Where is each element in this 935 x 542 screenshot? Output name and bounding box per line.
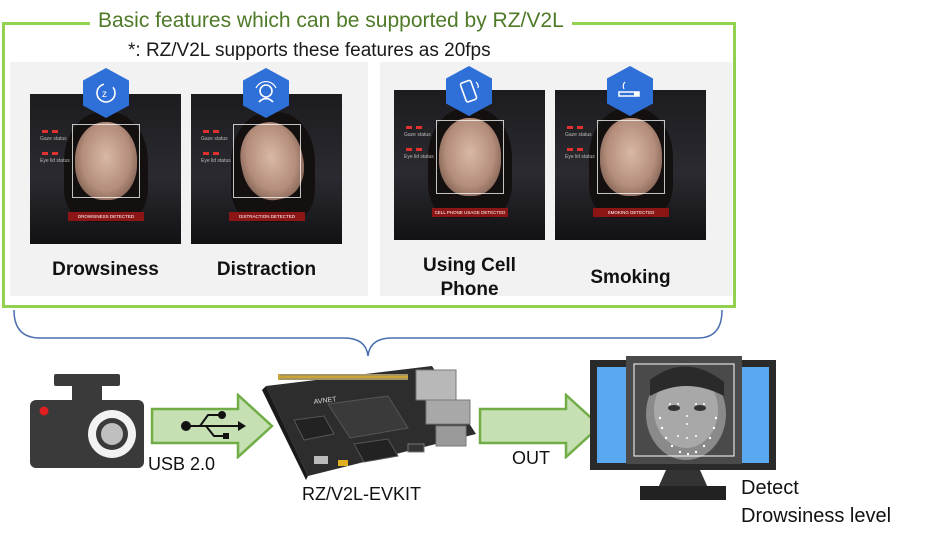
cigarette-icon	[607, 66, 653, 116]
usb-label: USB 2.0	[148, 454, 216, 474]
camera-icon	[30, 374, 144, 468]
distraction-banner: DISTRACTION DETECTED	[229, 212, 305, 221]
usb-arrow	[150, 393, 274, 459]
result-line2: Drowsiness level	[741, 505, 892, 527]
board-label: RZ/V2L-EVKIT	[302, 484, 422, 504]
board-brand: AVNET	[313, 396, 337, 406]
svg-text:z: z	[102, 89, 107, 100]
evkit-board: AVNET	[262, 366, 476, 480]
smoking-thumbnail: Gaze status Eye lid status SMOKING DETEC…	[555, 90, 706, 240]
sleep-icon: z	[83, 68, 129, 118]
feature-label-drowsiness: Drowsiness	[52, 259, 159, 280]
monitor-display	[590, 356, 776, 500]
feature-label-smoking: Smoking	[590, 267, 671, 288]
result-line1: Detect	[741, 477, 799, 499]
out-arrow	[478, 393, 602, 459]
panel-title: Basic features which can be supported by…	[90, 9, 572, 33]
smoking-banner: SMOKING DETECTED	[593, 208, 669, 217]
out-label: OUT	[512, 448, 550, 468]
drowsiness-banner: DROWSINESS DETECTED	[68, 212, 144, 221]
cell-phone-banner: CELL PHONE USAGE DETECTED	[432, 208, 508, 217]
panel-note: *: RZ/V2L supports these features as 20f…	[128, 40, 491, 61]
distraction-thumbnail: Gaze status Eye lid status DISTRACTION D…	[191, 94, 342, 244]
usb-icon	[181, 411, 246, 439]
drowsiness-thumbnail: Gaze status Eye lid status DROWSINESS DE…	[30, 94, 181, 244]
grouping-brace	[13, 309, 723, 357]
feature-label-distraction: Distraction	[216, 259, 317, 280]
